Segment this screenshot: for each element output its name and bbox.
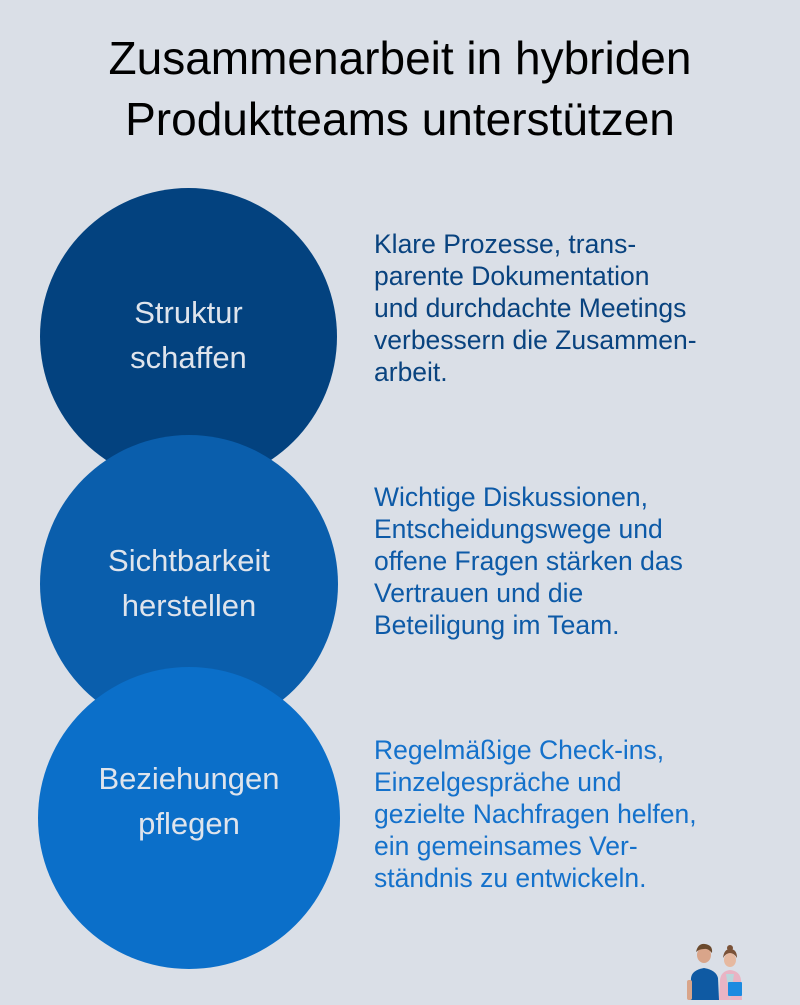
description-line: ein gemeinsames Ver-	[374, 831, 638, 861]
description-sichtbarkeit-herstellen: Wichtige Diskussionen, Entscheidungswege…	[374, 481, 794, 641]
page-title: Zusammenarbeit in hybriden Produktteams …	[0, 28, 800, 150]
description-line: ständnis zu entwickeln.	[374, 863, 647, 893]
circle-label-line-2: schaffen	[130, 339, 247, 375]
description-line: und durchdachte Meetings	[374, 293, 687, 323]
two-people-photo-icon	[686, 940, 750, 1000]
title-line-2: Produktteams unterstützen	[125, 93, 675, 145]
description-line: offene Fragen stärken das	[374, 546, 683, 576]
description-line: Wichtige Diskussionen,	[374, 482, 648, 512]
title-line-1: Zusammenarbeit in hybriden	[108, 32, 692, 84]
description-line: Einzelgespräche und	[374, 767, 622, 797]
circle-label: Sichtbarkeit herstellen	[108, 538, 270, 628]
description-line: gezielte Nachfragen helfen,	[374, 799, 697, 829]
circle-label-line-2: herstellen	[121, 588, 257, 623]
circle-label-line-1: Struktur	[134, 294, 243, 330]
description-line: Vertrauen und die	[374, 578, 584, 608]
circle-sichtbarkeit-herstellen: Sichtbarkeit herstellen	[40, 435, 338, 733]
description-line: parente Dokumentation	[374, 261, 650, 291]
description-struktur-schaffen: Klare Prozesse, trans- parente Dokumenta…	[374, 228, 794, 388]
circle-label-line-1: Beziehungen	[98, 761, 280, 796]
circle-label-line-1: Sichtbarkeit	[108, 543, 270, 578]
description-line: Entscheidungswege und	[374, 514, 663, 544]
description-line: Klare Prozesse, trans-	[374, 229, 637, 259]
description-line: verbessern die Zusammen-	[374, 325, 697, 355]
circle-label: Beziehungen pflegen	[99, 756, 280, 846]
circle-beziehungen-pflegen: Beziehungen pflegen	[38, 667, 340, 969]
description-line: Regelmäßige Check-ins,	[374, 735, 665, 765]
circle-label-line-2: pflegen	[138, 806, 240, 841]
description-line: Beteiligung im Team.	[374, 610, 620, 640]
circle-label: Struktur schaffen	[130, 290, 247, 380]
description-beziehungen-pflegen: Regelmäßige Check-ins, Einzelgespräche u…	[374, 734, 794, 894]
description-line: arbeit.	[374, 357, 448, 387]
